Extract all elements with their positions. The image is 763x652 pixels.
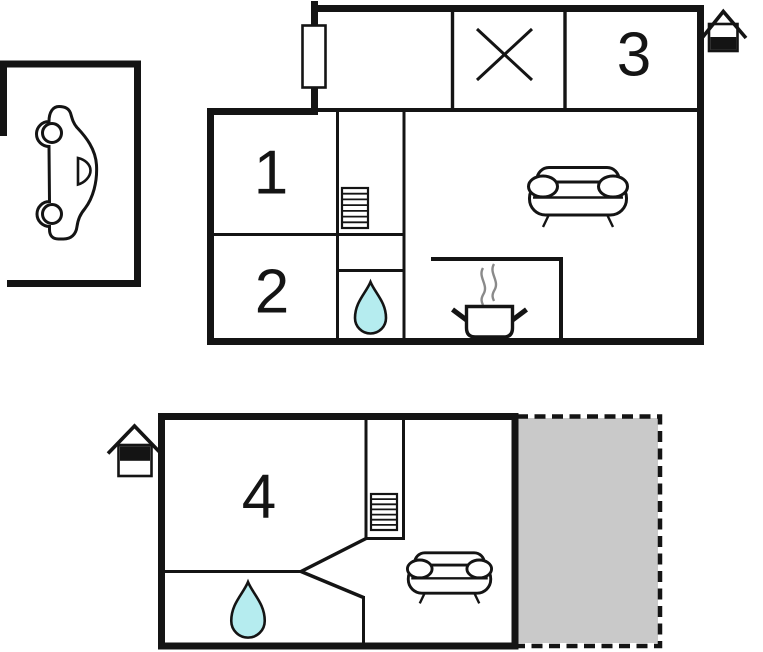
stairs-icon <box>369 492 399 532</box>
stairs-icon <box>340 186 370 230</box>
upper-top-row-walls <box>311 8 704 112</box>
room-label-3: 3 <box>617 21 651 90</box>
kitchen-counter-wall <box>431 257 563 341</box>
terrace-area <box>517 414 663 649</box>
room-label-2: 2 <box>255 258 289 327</box>
car-wheel-front <box>41 122 63 144</box>
room-label-4: 4 <box>242 463 276 532</box>
pot-handles <box>451 307 528 322</box>
garage-walls <box>0 60 141 287</box>
floor-indicator-black-band <box>120 446 150 461</box>
lower-floor-plan: 4 <box>158 413 663 650</box>
pot-body <box>464 304 515 339</box>
upper-interior-walls <box>212 111 406 341</box>
sofa-icon <box>405 551 494 604</box>
cross-icon <box>475 27 534 82</box>
water-drop-icon <box>229 578 267 639</box>
garage <box>0 60 141 287</box>
upper-outer-walls <box>207 1 704 345</box>
sofa-icon <box>527 166 629 228</box>
car-window <box>76 156 92 187</box>
car-wheel-rear <box>41 203 63 225</box>
steam-icon <box>480 263 498 306</box>
roof-icon <box>700 8 748 40</box>
upper-floor-plan: 1 2 3 <box>207 1 704 345</box>
floor-indicator-lower-plan-icon <box>106 423 163 478</box>
lower-interior-walls <box>165 420 405 645</box>
terrace-fill <box>518 418 658 643</box>
car-icon <box>35 104 99 241</box>
roof-icon <box>106 423 163 455</box>
stove-icon <box>451 263 528 339</box>
terrace-dashed-border <box>517 414 663 649</box>
room-label-1: 1 <box>254 139 288 208</box>
water-drop-icon <box>353 278 388 335</box>
chimney-icon <box>301 24 327 89</box>
floor-indicator-black-band <box>710 37 737 50</box>
lower-outer-walls <box>158 413 519 650</box>
floor-indicator-upper-plan-icon <box>700 8 748 53</box>
